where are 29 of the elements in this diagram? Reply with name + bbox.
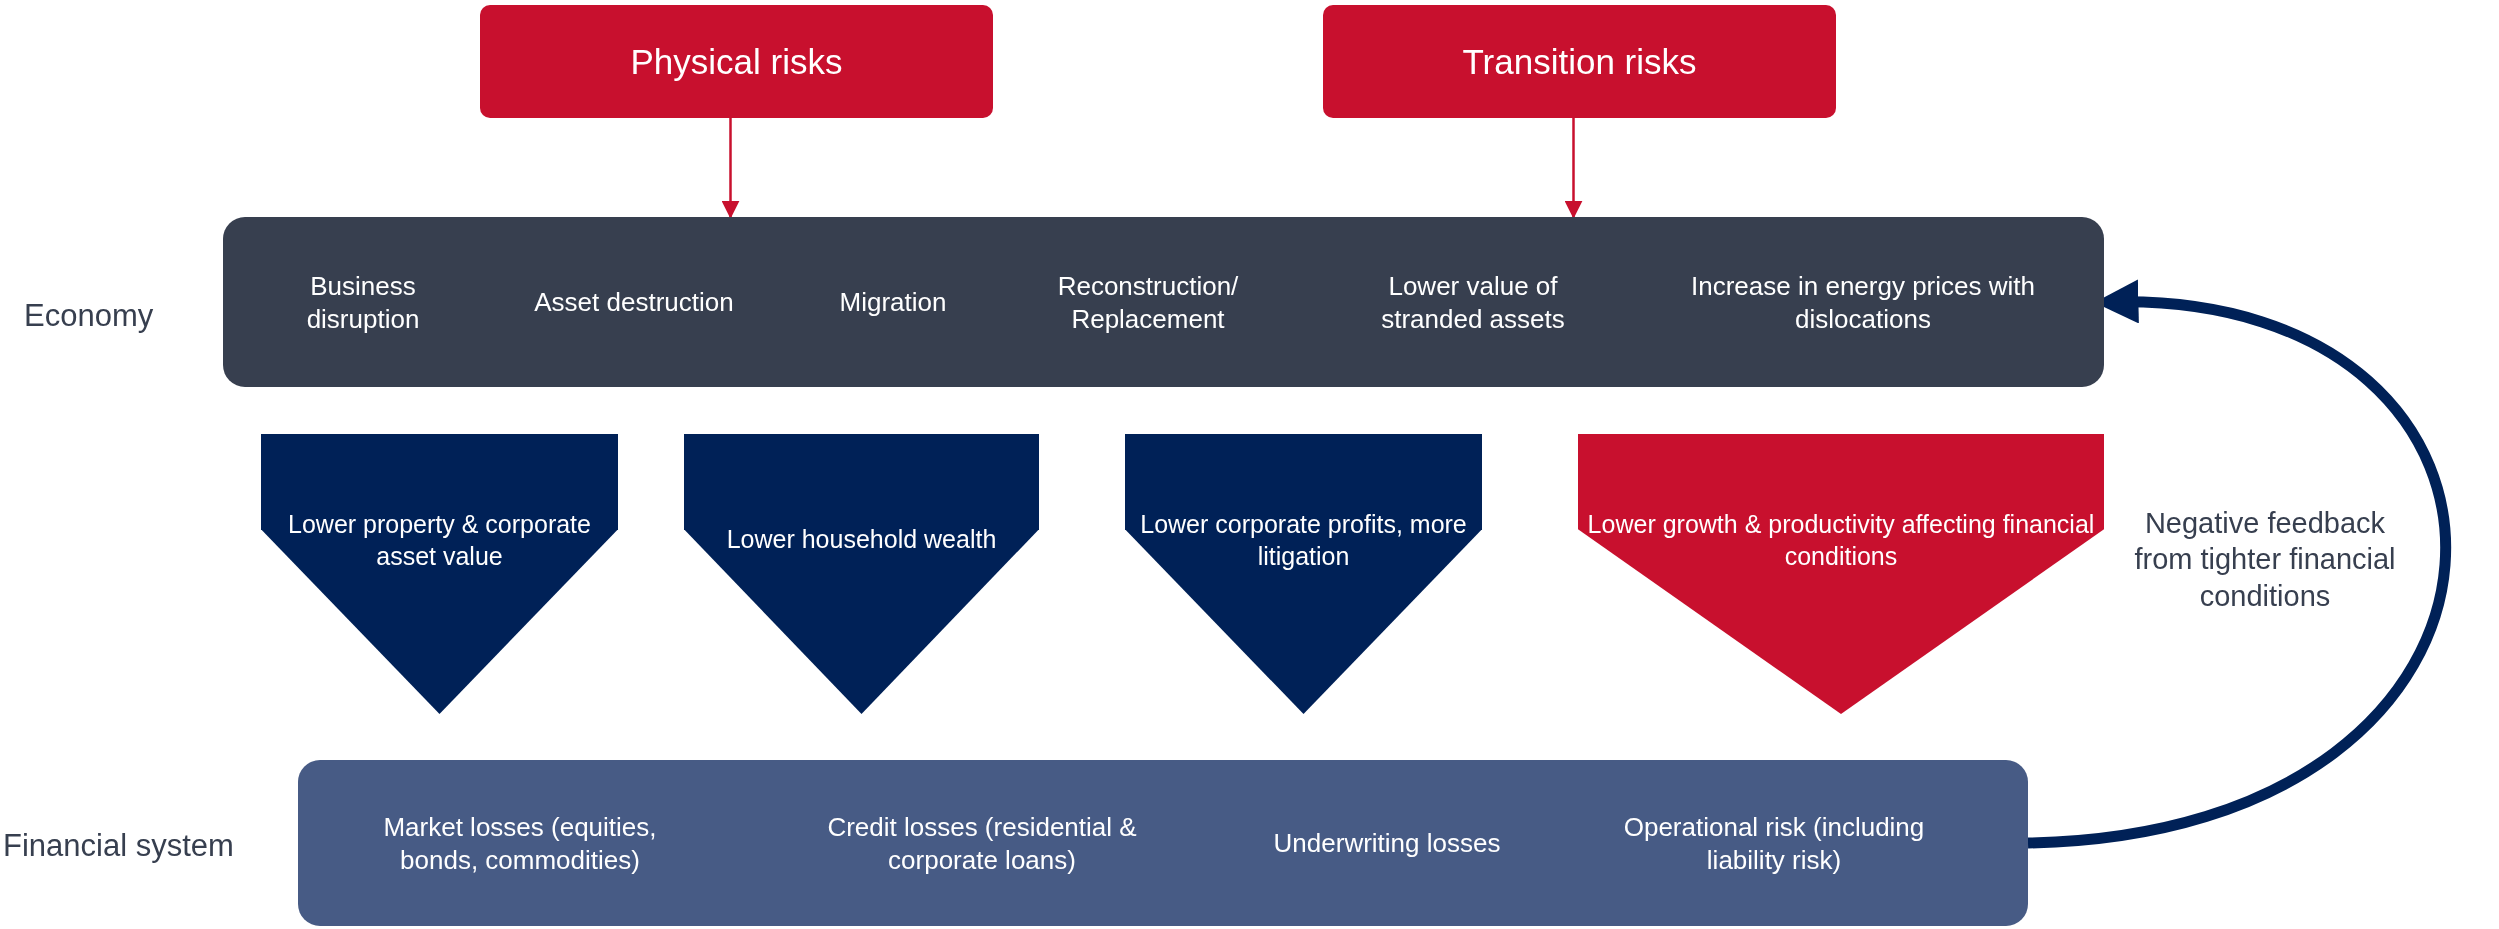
arrow bbox=[1564, 118, 1583, 219]
item-label: Operational risk (including liability risk) bbox=[1622, 810, 1926, 876]
item-label: Lower value of stranded assets bbox=[1380, 269, 1566, 335]
item-label: Market losses (equities, bonds, commodities) bbox=[382, 810, 658, 876]
box-label: Physical risks bbox=[629, 40, 844, 83]
row-label: Financial system bbox=[3, 828, 234, 864]
box-label: Lower property & corporate asset value bbox=[287, 509, 592, 572]
feedback-arrow bbox=[2027, 282, 2451, 849]
item-label: Credit losses (residential & corporate loans) bbox=[826, 810, 1138, 876]
row-label: Economy bbox=[24, 298, 154, 334]
economy-panel bbox=[223, 217, 2104, 387]
item-label: Migration bbox=[838, 285, 948, 319]
box-label: Transition risks bbox=[1461, 40, 1698, 83]
impact-arrow-shape bbox=[1578, 434, 2104, 714]
box-label: Lower growth & productivity affecting financial conditions bbox=[1586, 509, 2096, 572]
item-label: Reconstruction/ Replacement bbox=[1056, 269, 1240, 335]
item-label: Increase in energy prices with dislocations bbox=[1690, 269, 2036, 335]
item-label: Asset destruction bbox=[533, 285, 735, 319]
impact-arrow-shape bbox=[261, 434, 618, 714]
arrow bbox=[721, 118, 740, 219]
risk-box bbox=[480, 5, 993, 118]
risk-box bbox=[1323, 5, 1836, 118]
box-label: Lower corporate profits, more litigation bbox=[1139, 509, 1468, 572]
box-label: Lower household wealth bbox=[725, 524, 998, 556]
item-label: Underwriting losses bbox=[1272, 826, 1502, 860]
impact-arrow-shape bbox=[1125, 434, 1482, 714]
item-label: Business disruption bbox=[305, 269, 421, 335]
financial-system-panel bbox=[298, 760, 2028, 926]
impact-arrow-shape bbox=[684, 434, 1039, 714]
